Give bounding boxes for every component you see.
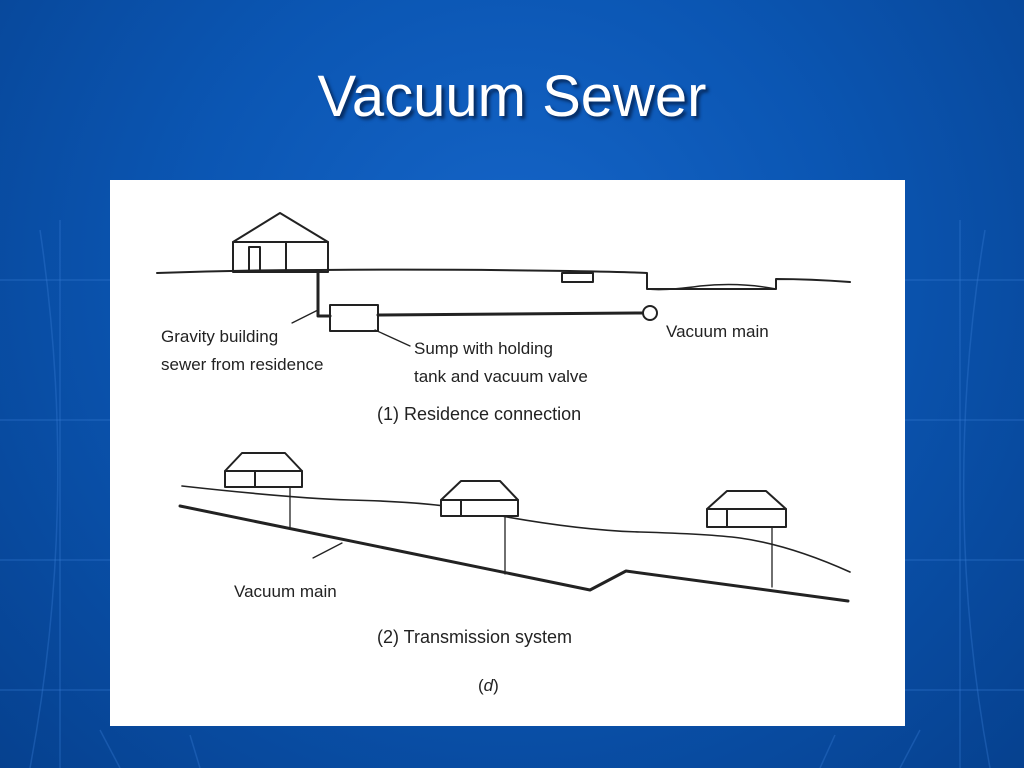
- vacuum-main-label: Vacuum main: [666, 322, 769, 341]
- residence-house-icon: [232, 212, 329, 273]
- vacuum-sewer-figure: Gravity building sewer from residence Su…: [110, 180, 905, 726]
- transmission-house-1-icon: [224, 452, 303, 528]
- figure-caption-letter: d: [484, 676, 494, 695]
- transmission-vacuum-main-label: Vacuum main: [234, 582, 337, 601]
- gravity-sewer-label-line1: Gravity building: [161, 327, 278, 346]
- gravity-sewer-label-line2: sewer from residence: [161, 355, 324, 374]
- figure-caption-open: (: [478, 676, 484, 695]
- transmission-main-leader: [312, 542, 343, 559]
- transmission-vacuum-main: [178, 504, 850, 603]
- sump-label-line2: tank and vacuum valve: [414, 367, 588, 386]
- transmission-house-2-icon: [440, 480, 519, 575]
- valve-pit-cover: [561, 272, 594, 283]
- vacuum-sewer-diagram: Gravity building sewer from residence Su…: [156, 212, 851, 695]
- vacuum-main-end: [642, 305, 658, 321]
- ground-surface-line: [156, 268, 851, 290]
- transmission-ground-line: [181, 485, 851, 573]
- slide-title: Vacuum Sewer: [317, 64, 707, 129]
- residence-connection-caption: (1) Residence connection: [377, 404, 581, 424]
- transmission-house-3-icon: [706, 490, 787, 588]
- vacuum-main-pipe: [376, 311, 644, 317]
- gravity-building-sewer: [316, 271, 332, 318]
- sump-label-line1: Sump with holding: [414, 339, 553, 358]
- sump-holding-tank: [329, 304, 379, 332]
- figure-caption: (d): [478, 676, 499, 695]
- gravity-label-leader: [291, 309, 319, 324]
- sump-label-leader: [374, 329, 411, 347]
- transmission-system-caption: (2) Transmission system: [377, 627, 572, 647]
- figure-caption-close: ): [493, 676, 499, 695]
